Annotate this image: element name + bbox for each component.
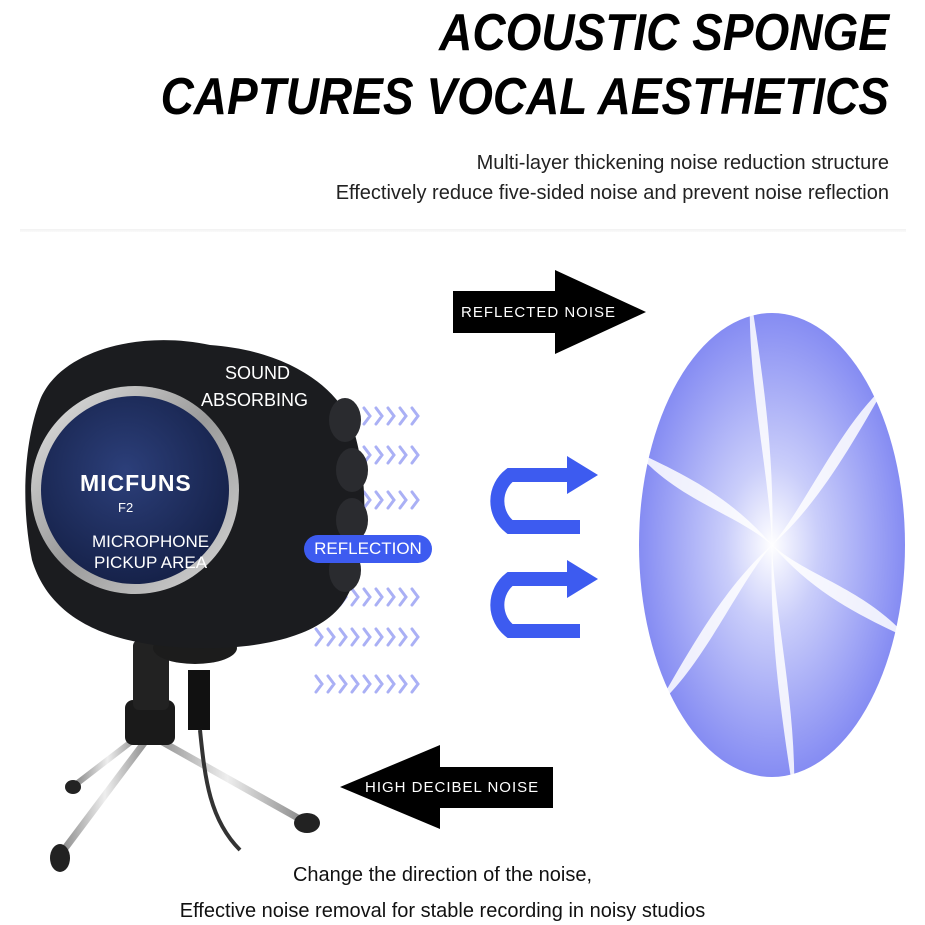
headline-line-1: ACOUSTIC SPONGE [439,3,889,62]
reflected-noise-label: REFLECTED NOISE [461,304,617,321]
reflection-arrow-upper [490,456,598,534]
caption-line-1: Change the direction of the noise, [292,864,593,886]
foam-shield [25,340,368,649]
headline-line-2: CAPTURES VOCAL AESTHETICS [160,67,889,126]
high-decibel-noise-label: HIGH DECIBEL NOISE [365,779,540,796]
sound-absorbing-label-line-1: SOUND [225,363,291,383]
sound-absorbing-label-line-2: ABSORBING [201,390,309,410]
reflected-noise-arrow [453,270,646,354]
model-number: F2 [118,500,134,515]
reflection-arrow-lower [490,560,598,638]
pickup-area-label-line-1: MICROPHONE [92,532,210,551]
pickup-area-label-line-2: PICKUP AREA [94,553,208,572]
noise-swirl [636,291,908,799]
brand-logo-text: MICFUNS [80,470,192,496]
high-decibel-noise-arrow [340,745,553,829]
divider [20,229,906,232]
tripod-stand [50,632,320,872]
subheadline-line-2: Effectively reduce five-sided noise and … [335,182,889,204]
reflection-badge: REFLECTION [304,535,432,563]
subheadline-line-1: Multi-layer thickening noise reduction s… [476,152,889,174]
caption-line-2: Effective noise removal for stable recor… [179,900,706,922]
